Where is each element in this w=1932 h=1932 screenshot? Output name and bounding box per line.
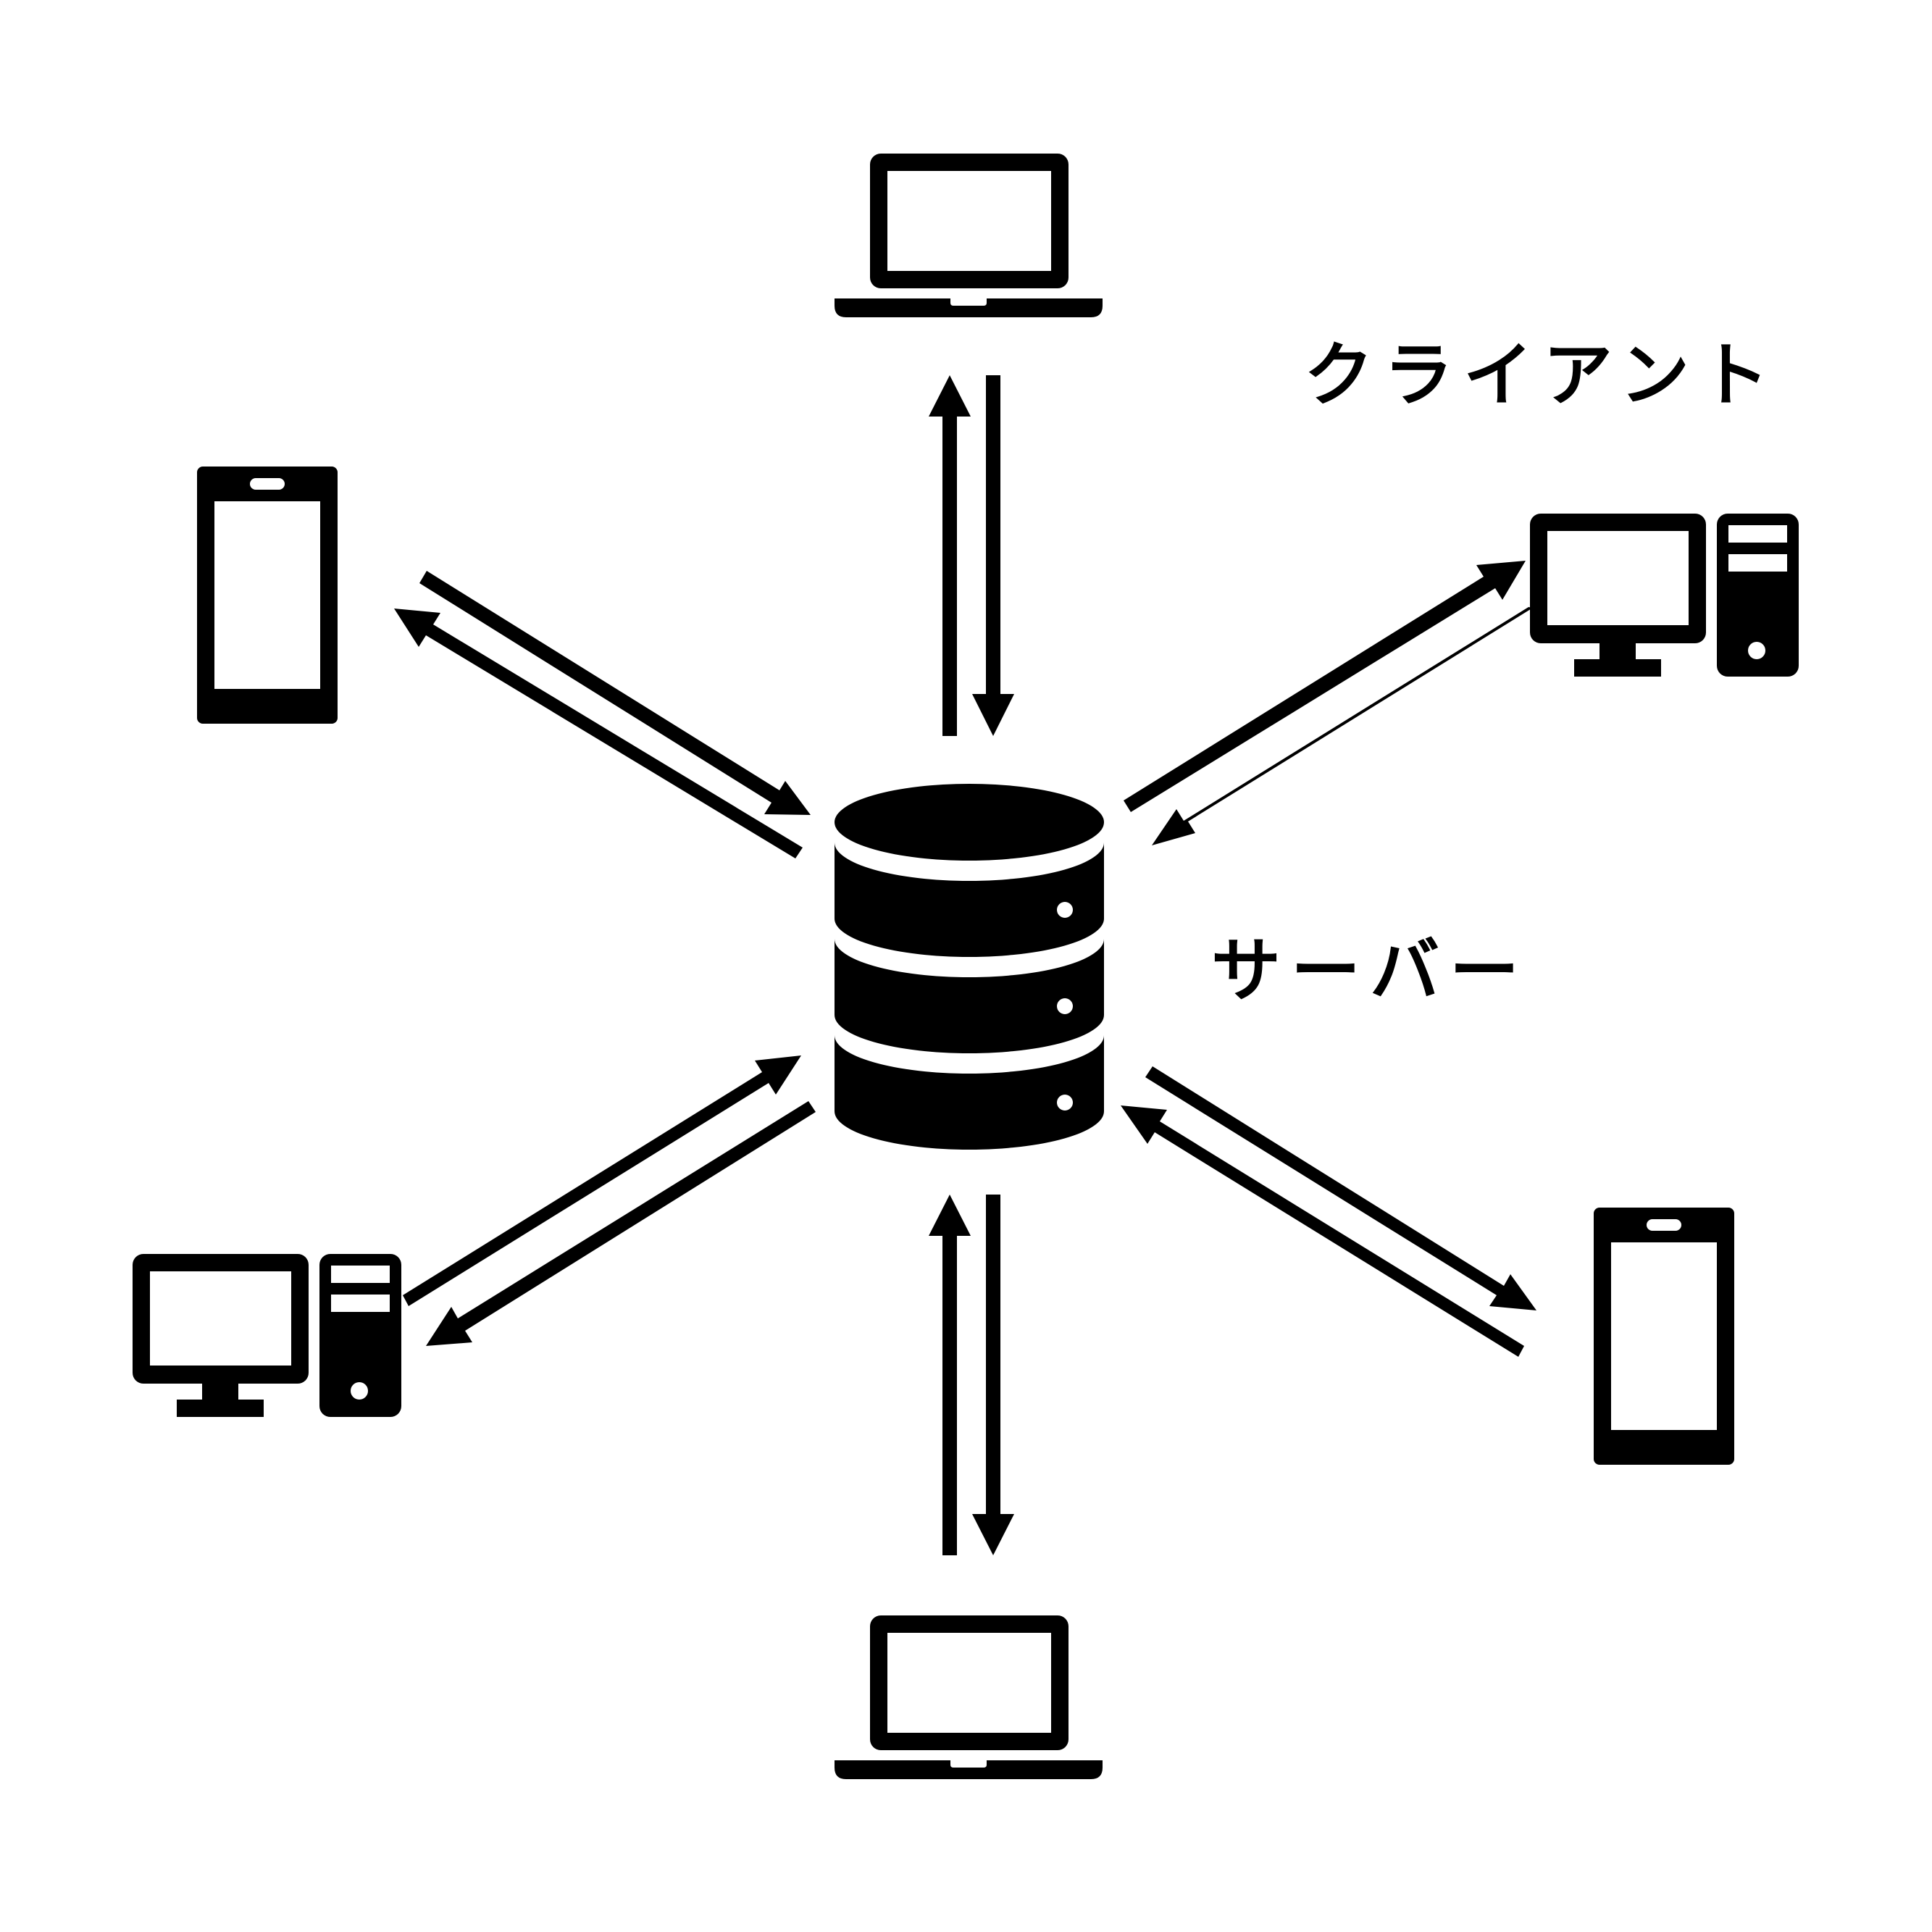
arrow-to-server-from-desktop bbox=[1152, 607, 1533, 845]
laptop-icon bbox=[835, 1615, 1103, 1779]
arrow-to-desktop-upper bbox=[1124, 561, 1526, 812]
arrow-up-to-laptop bbox=[929, 375, 971, 736]
arrow-to-smartphone-lower bbox=[1145, 1066, 1536, 1310]
arrow-to-server-from-smartphone bbox=[419, 571, 811, 815]
client-label: クライアント bbox=[1304, 335, 1780, 416]
arrow-to-server-from-desktop-lower bbox=[403, 1055, 801, 1306]
laptop-icon bbox=[835, 154, 1103, 317]
smartphone-icon bbox=[197, 467, 338, 724]
server-label: サーバー bbox=[1211, 930, 1530, 1011]
desktop-computer-icon bbox=[133, 1254, 401, 1417]
arrow-down-to-laptop bbox=[972, 1195, 1014, 1555]
arrow-to-desktop-lower bbox=[426, 1101, 816, 1346]
smartphone-icon bbox=[1594, 1208, 1734, 1465]
arrow-to-smartphone bbox=[394, 609, 803, 858]
arrow-to-server-from-smartphone-lower bbox=[1121, 1105, 1524, 1357]
arrow-down-to-server bbox=[972, 375, 1014, 736]
arrow-up-to-server bbox=[929, 1195, 971, 1555]
desktop-computer-icon bbox=[1530, 514, 1799, 677]
database-server-icon bbox=[835, 784, 1104, 1150]
